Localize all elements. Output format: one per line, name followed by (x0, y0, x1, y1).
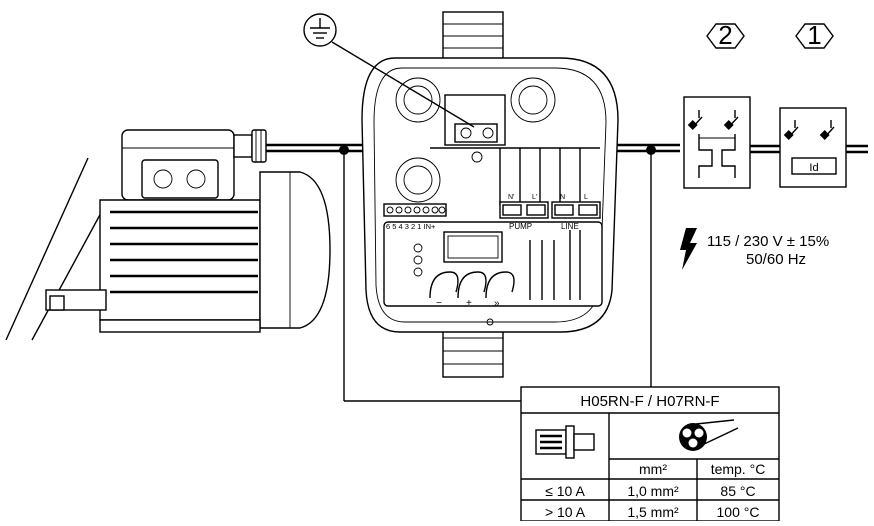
cooling-fins (110, 210, 258, 294)
breaker-2 (683, 23, 751, 189)
column-section-header: mm² (639, 461, 667, 477)
terminal-l-prime: L' (532, 194, 537, 201)
control-buttons (429, 271, 515, 299)
table-title: H05RN-F / H07RN-F (580, 393, 719, 410)
terminal-n-prime: N' (508, 194, 514, 201)
breaker-1 (779, 23, 847, 188)
minus-button-symbol: − (436, 298, 442, 309)
pump-icon (535, 425, 595, 459)
plus-button-symbol: + (466, 298, 472, 309)
pump-motor (5, 129, 331, 341)
pump-controller (361, 11, 619, 378)
column-temp-header: temp. °C (711, 461, 766, 477)
row-1-current: ≤ 10 A (545, 483, 585, 499)
cable-section-icon (679, 419, 739, 451)
signal-terminal-screws (386, 206, 446, 214)
signal-terminal-label: 6 5 4 3 2 1 IN+ (386, 222, 436, 231)
terminal-l: L (584, 194, 588, 201)
row-2-current: > 10 A (545, 504, 586, 520)
pump-terminal-label: PUMP (509, 222, 532, 231)
line-terminal-label: LINE (561, 222, 579, 231)
row-2-section: 1,5 mm² (627, 504, 679, 520)
terminal-n: N (560, 194, 565, 201)
supply-voltage: 115 / 230 V ± 15% (707, 233, 829, 250)
row-2-temp: 100 °C (717, 504, 760, 520)
supply-frequency: 50/60 Hz (746, 251, 806, 268)
row-1-temp: 85 °C (720, 483, 755, 499)
differential-label: Id (809, 162, 818, 174)
breaker-2-number: 2 (718, 20, 732, 50)
breaker-1-number: 1 (807, 20, 821, 50)
lightning-icon (680, 228, 697, 270)
ground-icon (303, 13, 475, 128)
display-window (443, 231, 503, 263)
differential-box (791, 157, 837, 175)
forward-button-symbol: » (494, 298, 500, 309)
row-1-section: 1,0 mm² (627, 483, 679, 499)
